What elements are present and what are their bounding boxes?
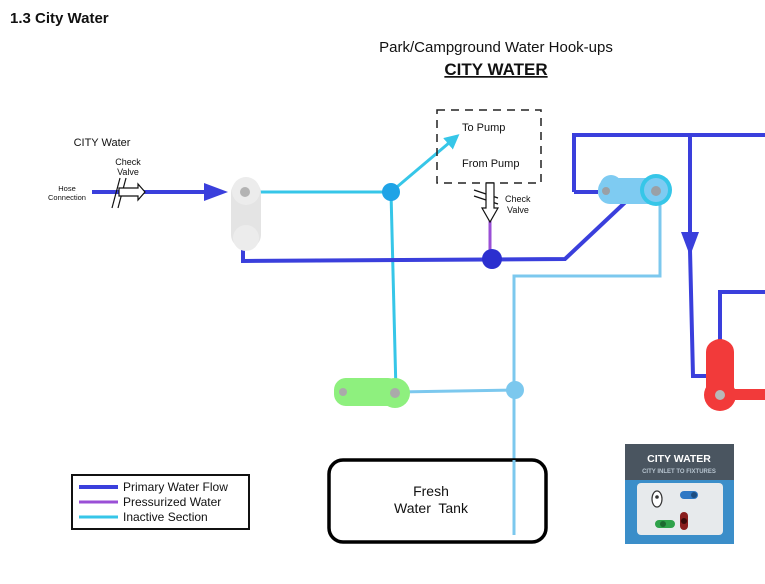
arrow-to-pump — [390, 134, 460, 194]
pump-check-valve-label-1: Check — [505, 194, 531, 204]
pipe-tank-feed — [512, 195, 662, 535]
from-pump-label: From Pump — [462, 158, 519, 170]
panel-subtitle: CITY INLET TO FIXTURES — [642, 469, 716, 475]
down-arrow-icon — [681, 232, 699, 256]
junction-dot-upper — [382, 183, 400, 201]
pipe-red-feed — [688, 249, 712, 378]
legend-inactive-label: Inactive Section — [123, 510, 208, 524]
pipe-red-top — [718, 290, 765, 345]
legend: Primary Water Flow Pressurized Water Ina… — [71, 474, 250, 530]
tank-label-2: Water Tank — [394, 500, 469, 516]
junction-dot-primary — [482, 249, 502, 269]
inlet-arrow-icon — [204, 183, 228, 201]
pump-check-valve-label-2: Valve — [507, 205, 529, 215]
fresh-water-tank — [327, 458, 548, 544]
pipe-bottom-run — [241, 192, 636, 264]
legend-primary-label: Primary Water Flow — [123, 480, 228, 494]
city-water-panel-image: CITY WATER CITY INLET TO FIXTURES — [625, 444, 734, 544]
blue-valve — [598, 174, 672, 206]
tank-label-1: Fresh — [413, 483, 449, 499]
inlet-check-valve-icon — [111, 177, 146, 209]
legend-pressurized-label: Pressurized Water — [123, 495, 221, 509]
diagram-title: Park/Campground Water Hook-ups — [379, 39, 613, 56]
city-water-label: CITY Water — [74, 137, 131, 149]
diagram-subtitle: CITY WATER — [444, 60, 547, 79]
pump-box — [436, 109, 542, 184]
to-pump-label: To Pump — [462, 122, 505, 134]
red-valve — [704, 339, 765, 411]
pipe-top-loop — [572, 133, 765, 192]
cyan-pipes — [245, 190, 398, 393]
primary-pipes — [92, 133, 765, 378]
inlet-check-valve-label-2: Valve — [117, 167, 139, 177]
junction-dot-lower — [506, 381, 524, 399]
green-valve — [334, 378, 410, 408]
inlet-check-valve-label-1: Check — [115, 157, 141, 167]
inactive-pipes — [396, 195, 662, 535]
pump-check-valve-icon — [473, 182, 500, 224]
gray-valve — [231, 177, 261, 251]
panel-title: CITY WATER — [647, 453, 711, 465]
section-heading: 1.3 City Water — [10, 10, 109, 27]
hose-label-1: Hose — [58, 184, 76, 193]
pipe-green-valve-horizontal — [396, 388, 515, 394]
pipe-junction-down — [389, 191, 398, 393]
hose-label-2: Connection — [48, 193, 86, 202]
